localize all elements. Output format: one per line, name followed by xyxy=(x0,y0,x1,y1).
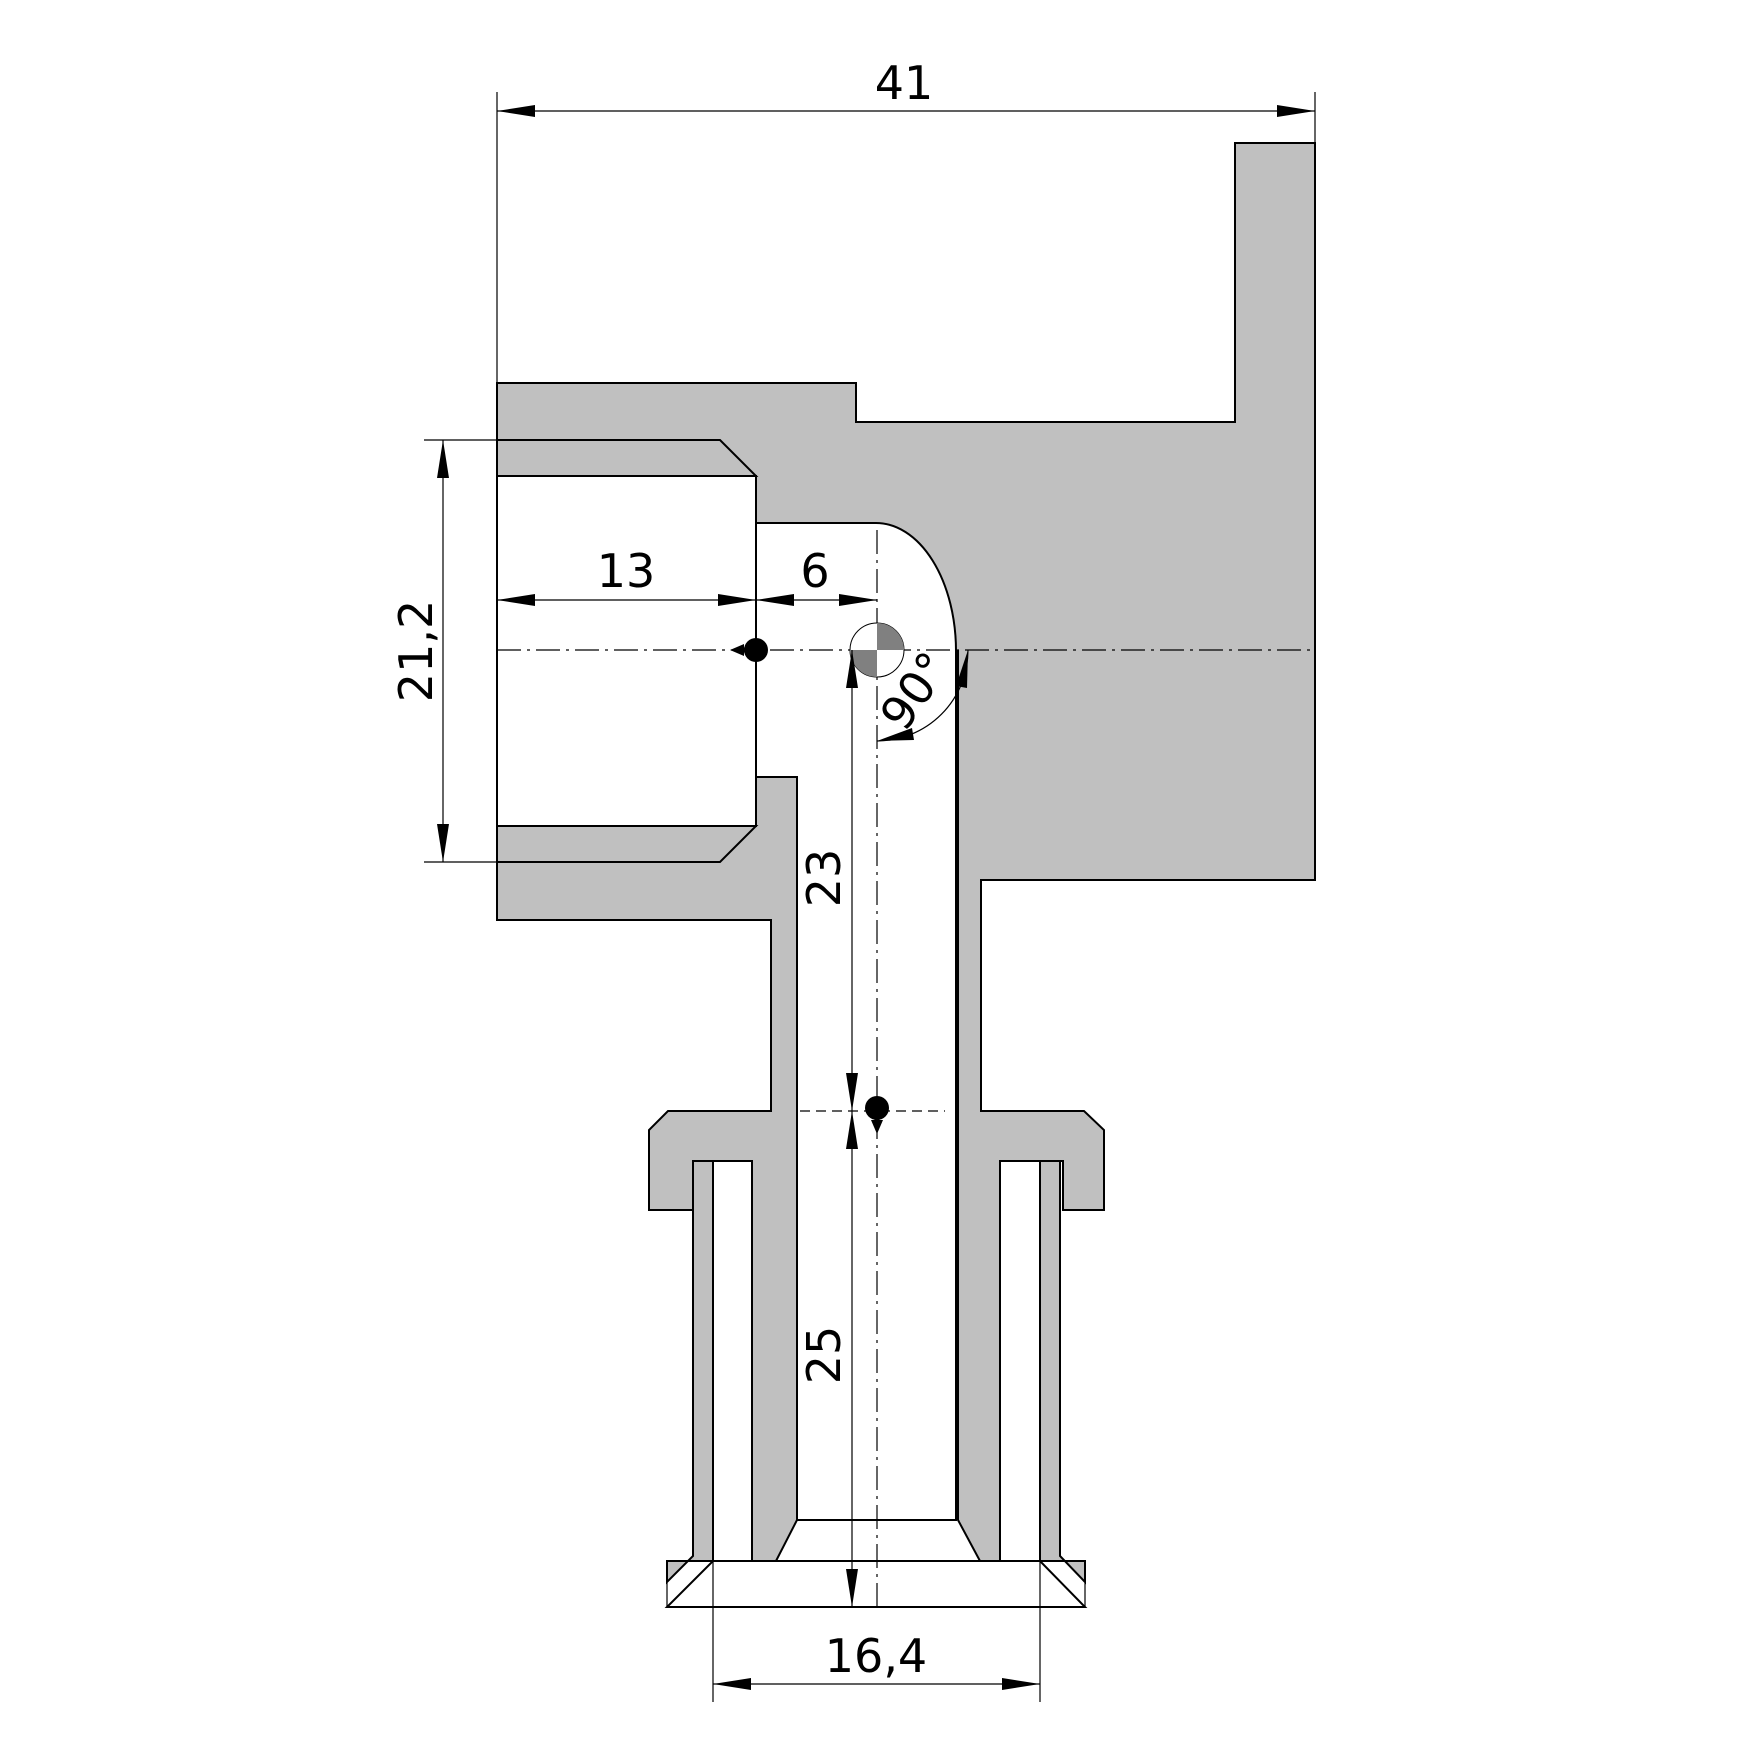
dim-23-arrow-top xyxy=(846,650,858,688)
dim-164-arrow-left xyxy=(713,1678,751,1690)
dim-center-offset: 6 xyxy=(800,544,829,598)
dim-41-arrow-right xyxy=(1277,105,1315,117)
dim-vertical-offset: 23 xyxy=(797,849,851,908)
center-marker-quadrant-1 xyxy=(877,623,904,650)
dim-13-arrow-right xyxy=(718,594,756,606)
thread-bottom-band xyxy=(496,825,759,863)
dim-25-arrow-bottom xyxy=(846,1569,858,1607)
dim-insertion-depth: 25 xyxy=(797,1326,851,1385)
insertion-depth-marker xyxy=(865,1096,889,1134)
sleeve-collar xyxy=(664,1560,1088,1608)
center-marker-quadrant-2 xyxy=(850,650,877,677)
dim-25-arrow-top xyxy=(846,1111,858,1149)
dim-212-arrow-bottom xyxy=(437,824,449,862)
dim-thread-depth: 13 xyxy=(597,544,656,598)
dim-sleeve-diameter: 16,4 xyxy=(825,1629,927,1683)
dim-6-arrow-left xyxy=(756,594,794,606)
dim-6-arrow-right xyxy=(839,594,877,606)
dim-angle-arrow-bottom xyxy=(877,728,914,741)
dim-164-arrow-right xyxy=(1002,1678,1040,1690)
press-sleeve-right-wall xyxy=(1039,1160,1086,1585)
thread-end-marker xyxy=(730,638,768,662)
press-sleeve-left-gap xyxy=(712,1160,753,1562)
press-sleeve-right-gap xyxy=(999,1160,1041,1562)
dim-13-arrow-left xyxy=(497,594,535,606)
thread-top-band xyxy=(496,439,759,477)
dim-212-arrow-top xyxy=(437,440,449,478)
dim-thread-diameter: 21,2 xyxy=(389,600,443,702)
thread-socket xyxy=(496,475,757,827)
dim-41-arrow-left xyxy=(497,105,535,117)
dim-overall-width: 41 xyxy=(875,56,934,110)
press-sleeve-left-wall xyxy=(666,1160,714,1585)
dim-angle-arrow-right xyxy=(956,650,968,688)
dim-23-arrow-bottom xyxy=(846,1073,858,1111)
